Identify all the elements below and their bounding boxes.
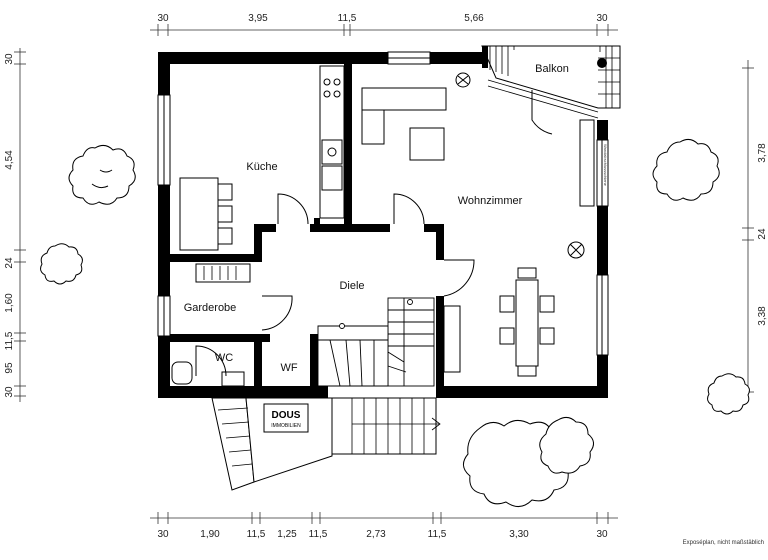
bottom-dimension-line: 30 1,90 11,5 1,25 11,5 2,73 11,5 3,30 30 [150, 512, 618, 540]
wf-room: WF [280, 362, 297, 374]
tree-garden [463, 416, 594, 507]
room-label-wc: WC [215, 352, 233, 364]
left-dim-1: 4,54 [4, 150, 15, 170]
tree-left-large [68, 144, 136, 205]
company-logo: DOUS IMMOBILIEN [263, 403, 309, 433]
living-door-swing [393, 193, 425, 225]
balcony: Balkon [481, 45, 621, 119]
wc-room: WC [171, 345, 245, 387]
hallway: Diele [317, 280, 435, 387]
bottom-dim-7: 3,30 [509, 529, 529, 540]
entrance-steps [331, 397, 441, 455]
bottom-dim-8: 30 [596, 529, 608, 540]
logo-line1: DOUS [272, 410, 301, 421]
room-label-garderobe: Garderobe [184, 302, 237, 314]
room-label-wohnzimmer: Wohnzimmer [458, 195, 523, 207]
left-dim-2: 24 [4, 257, 15, 269]
kitchen: Küche [179, 65, 345, 251]
room-label-kueche: Küche [246, 161, 277, 173]
bottom-dim-2: 11,5 [247, 529, 266, 540]
top-dim-3: 5,66 [464, 13, 484, 24]
right-dim-2: 3,38 [757, 306, 768, 326]
bottom-dim-1: 1,90 [200, 529, 220, 540]
kitchen-door-swing [277, 193, 309, 225]
left-dim-4: 11,5 [4, 331, 15, 350]
bottom-dim-6: 11,5 [428, 529, 447, 540]
bottom-dim-5: 2,73 [366, 529, 386, 540]
plant-icon [567, 241, 585, 259]
staircase [317, 297, 435, 387]
living-room: Wohnzimmer Wandabschlussschiene [361, 72, 608, 377]
room-label-diele: Diele [339, 280, 364, 292]
top-dim-1: 3,95 [248, 13, 268, 24]
tree-right-large [652, 138, 720, 201]
garderobe: Garderobe [184, 263, 293, 331]
left-dim-3: 1,60 [4, 293, 15, 313]
bottom-dim-3: 1,25 [277, 529, 297, 540]
tree-left-small [40, 243, 83, 285]
windows [157, 51, 609, 356]
bottom-dim-4: 11,5 [309, 529, 328, 540]
balcony-door-swing [531, 90, 553, 135]
right-dim-1: 24 [757, 228, 768, 240]
top-dim-0: 30 [157, 13, 169, 24]
room-label-wf: WF [280, 362, 297, 374]
left-dimension-line: 30 4,54 24 1,60 11,5 95 30 [4, 48, 26, 402]
top-dim-2: 11,5 [338, 13, 357, 24]
top-dim-4: 30 [596, 13, 608, 24]
top-dimension-line: 30 3,95 11,5 5,66 30 [150, 13, 618, 36]
logo-line2: IMMOBILIEN [271, 423, 301, 429]
wc-door-swing [195, 345, 227, 377]
bottom-dim-0: 30 [157, 529, 169, 540]
wf-door-swing [261, 295, 293, 331]
balcony-lamp-icon [597, 58, 607, 68]
left-dim-6: 30 [4, 386, 15, 398]
right-dim-0: 3,78 [757, 143, 768, 163]
right-dimension-line: 3,78 24 3,38 [742, 60, 768, 400]
footer-note: Exposéplan, nicht maßstäblich [683, 540, 764, 546]
left-dim-5: 95 [4, 362, 15, 374]
side-note: Wandabschlussschiene [603, 144, 608, 187]
living-side-door-swing [443, 259, 475, 297]
interior-walls [170, 64, 444, 398]
left-dim-0: 30 [4, 53, 15, 65]
room-label-balkon: Balkon [535, 63, 569, 75]
tree-right-small [707, 373, 750, 415]
